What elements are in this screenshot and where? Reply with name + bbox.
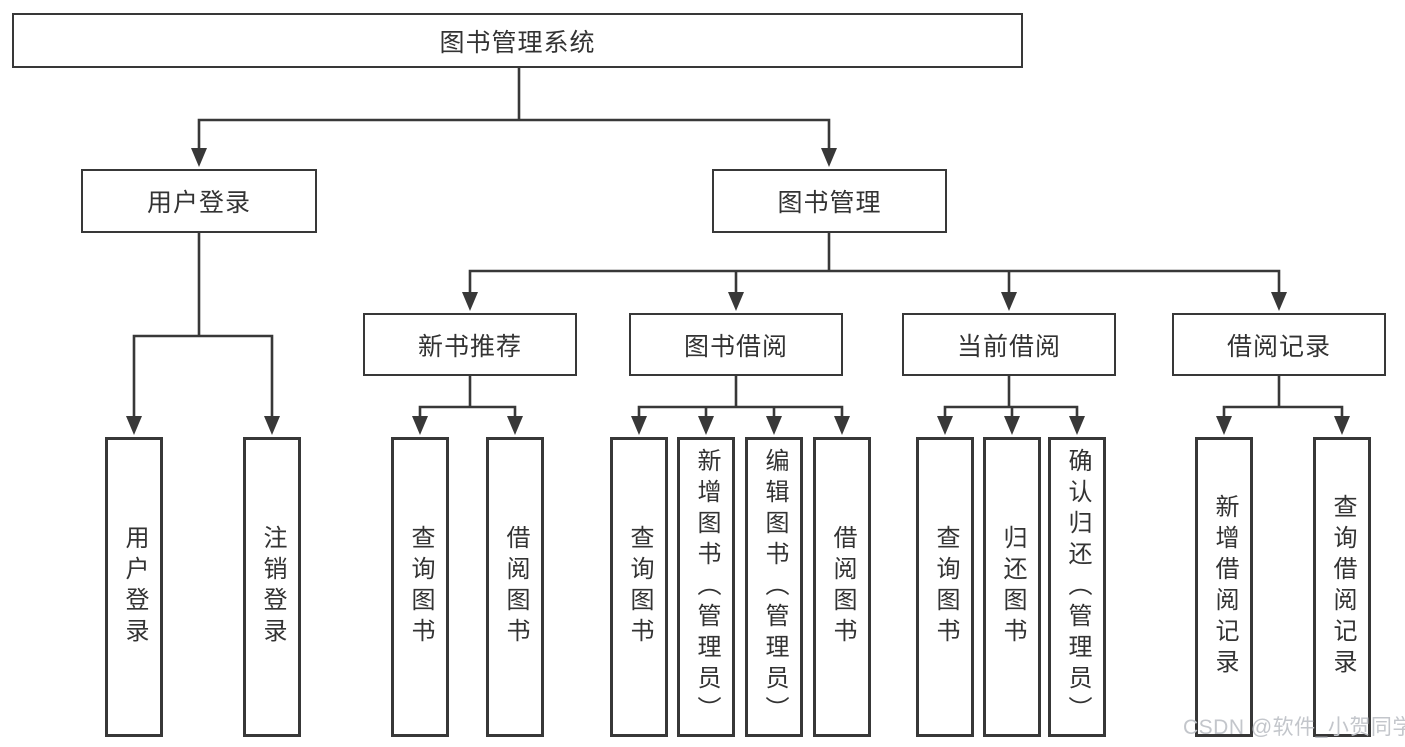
connector-user-login [126,233,280,435]
node-user-login: 用户登录 [81,169,317,233]
node-new-book-recommendation: 新书推荐 [363,313,577,376]
node-label: 归还图书 [999,525,1026,649]
leaf-add-book-admin: 新增图书（管理员） [677,437,735,737]
node-label: 用户登录 [121,525,148,649]
node-label: 查询图书 [407,525,434,649]
node-library-management-system: 图书管理系统 [12,13,1023,68]
connector-current-borrowing [937,376,1085,435]
node-label: 查询借阅记录 [1329,494,1356,680]
node-label: 借阅图书 [502,525,529,649]
node-label: 新书推荐 [417,332,522,361]
leaf-query-books-recommendation: 查询图书 [391,437,449,737]
node-book-management: 图书管理 [712,169,947,233]
node-label: 编辑图书（管理员） [761,447,788,727]
node-label: 图书借阅 [683,332,788,361]
leaf-query-books-borrowing: 查询图书 [610,437,668,737]
leaf-confirm-return-admin: 确认归还（管理员） [1048,437,1106,737]
connector-borrowing-records [1216,376,1350,435]
leaf-edit-book-admin: 编辑图书（管理员） [745,437,803,737]
node-label: 图书管理 [777,189,882,217]
node-label: 查询图书 [932,525,959,649]
connector-book-borrowing [631,376,850,435]
connector-root [191,68,837,167]
node-label: 新增借阅记录 [1211,494,1238,680]
connector-book-management [462,233,1287,311]
leaf-user-login: 用户登录 [105,437,163,737]
leaf-return-book: 归还图书 [983,437,1041,737]
node-borrowing-records: 借阅记录 [1172,313,1386,376]
node-label: 借阅图书 [829,525,856,649]
node-label: 确认归还（管理员） [1064,447,1091,727]
leaf-borrow-books-borrowing: 借阅图书 [813,437,871,737]
node-book-borrowing: 图书借阅 [629,313,843,376]
node-label: 新增图书（管理员） [693,447,720,727]
node-label: 注销登录 [259,525,286,649]
leaf-query-books-current: 查询图书 [916,437,974,737]
node-current-borrowing: 当前借阅 [902,313,1116,376]
node-label: 查询图书 [626,525,653,649]
leaf-add-borrow-record: 新增借阅记录 [1195,437,1253,737]
csdn-watermark: CSDN @软件_小贺同学 [1183,716,1405,739]
node-label: 借阅记录 [1226,332,1331,361]
node-label: 用户登录 [146,189,251,217]
node-label: 图书管理系统 [439,28,596,57]
connector-new-book-recommendation [412,376,523,435]
leaf-logout: 注销登录 [243,437,301,737]
node-label: 当前借阅 [956,332,1061,361]
leaf-borrow-books-recommendation: 借阅图书 [486,437,544,737]
leaf-query-borrow-record: 查询借阅记录 [1313,437,1371,737]
